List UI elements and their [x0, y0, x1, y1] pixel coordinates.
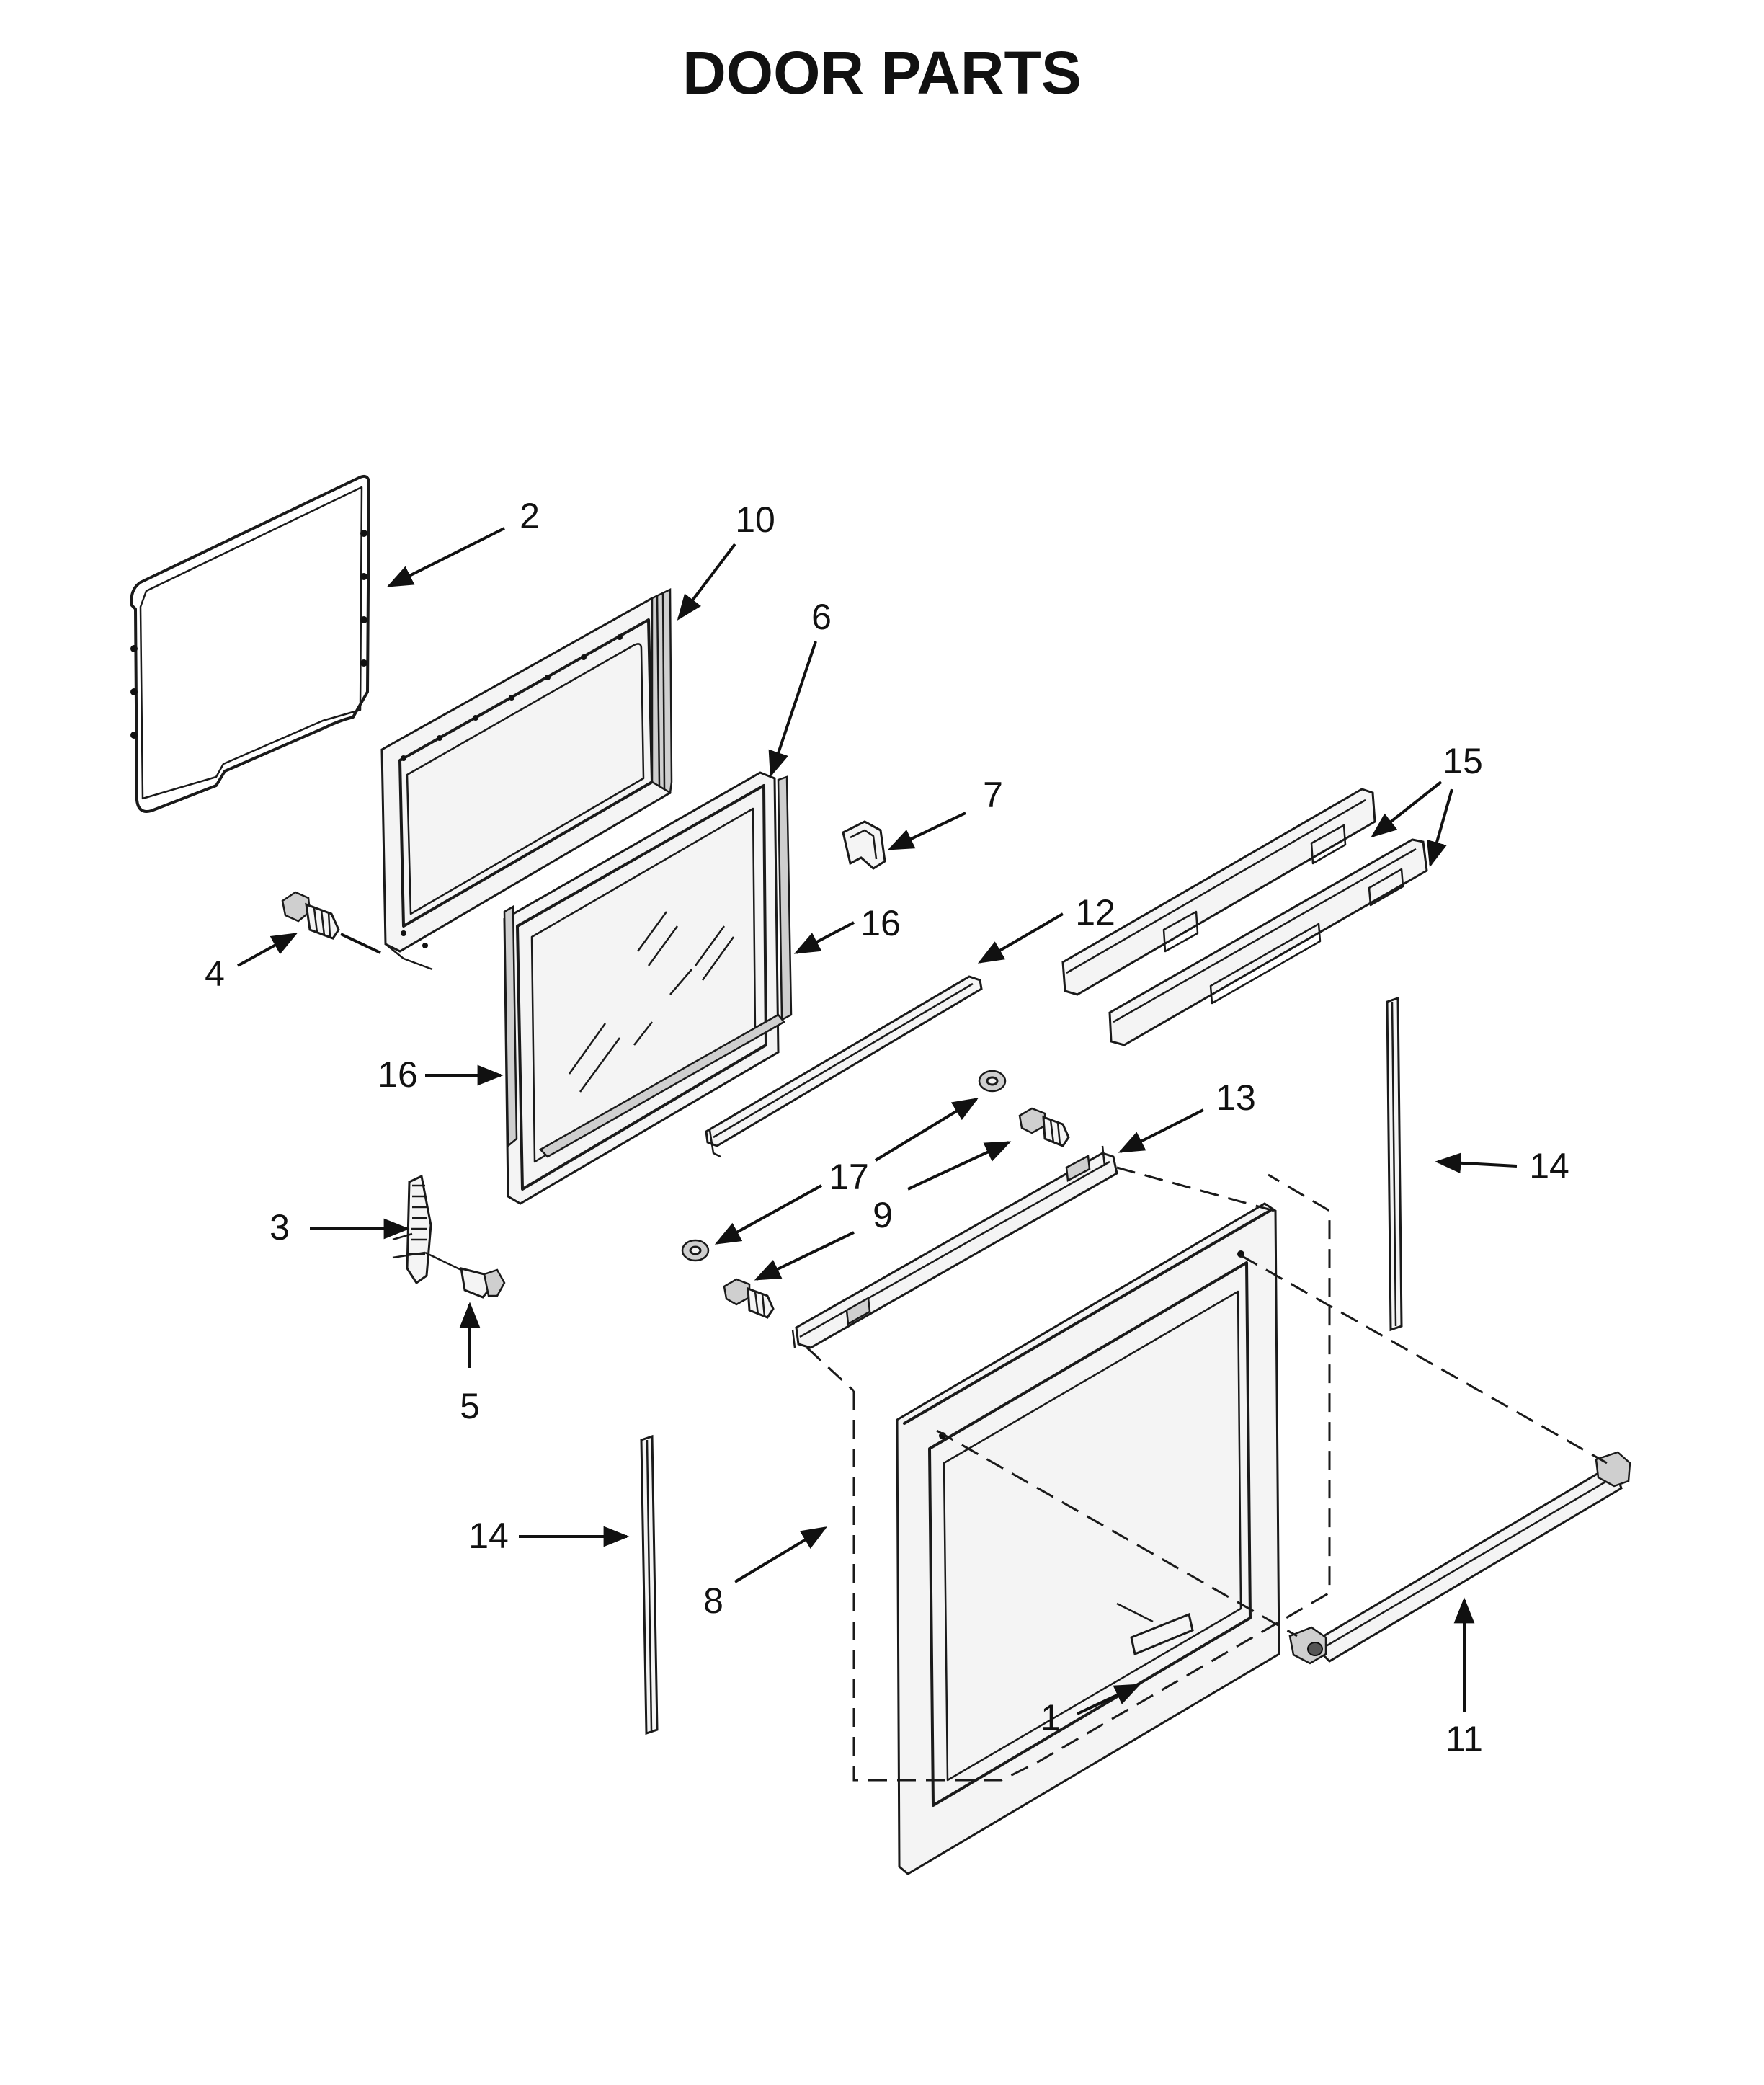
- part-14-side-trim-right: [1386, 996, 1403, 1332]
- assembly-dashed-lines: [806, 1166, 1608, 1782]
- part-16-glass-seal-right: [777, 775, 793, 1022]
- part-9-screw-upper: [1018, 1107, 1070, 1147]
- callout-labels: 1 2 3 4 5 6 7 8 9 10 11 12 13 14 14 15 1…: [205, 496, 1569, 1759]
- part-17-bushing-lower: [681, 1239, 710, 1262]
- leader-17a: [874, 1098, 979, 1162]
- page-title: DOOR PARTS: [682, 39, 1082, 107]
- part-12-trim-strip: [705, 975, 983, 1158]
- callout-1: 1: [1041, 1697, 1061, 1738]
- callout-16-left: 16: [378, 1054, 418, 1095]
- callout-14-right: 14: [1529, 1146, 1569, 1186]
- leader-8: [734, 1526, 828, 1583]
- part-16-glass-seal-bottom: [538, 1013, 785, 1158]
- part-6-door-glass: [503, 771, 780, 1205]
- leader-14-right: [1435, 1152, 1518, 1174]
- leader-15b: [1427, 788, 1453, 868]
- leader-13: [1118, 1108, 1204, 1153]
- callout-8: 8: [703, 1581, 723, 1621]
- callout-7: 7: [983, 775, 1003, 815]
- leader-9b: [754, 1231, 855, 1281]
- leader-17b: [714, 1184, 822, 1245]
- part-8-outer-door-panel: [896, 1202, 1280, 1875]
- part-11-door-handle: [1288, 1451, 1631, 1665]
- part-7-clip: [842, 820, 886, 870]
- leader-7: [887, 812, 966, 850]
- callout-13: 13: [1216, 1077, 1256, 1118]
- callout-2: 2: [520, 496, 540, 536]
- callout-16-right: 16: [860, 903, 901, 943]
- callout-17: 17: [829, 1157, 869, 1197]
- callout-12: 12: [1075, 892, 1115, 933]
- leader-16-right: [793, 921, 855, 954]
- part-16-glass-seal-left: [503, 904, 518, 1148]
- part-4-screw: [281, 891, 381, 954]
- leader-arrows: [237, 527, 1518, 1715]
- callout-10: 10: [735, 499, 775, 540]
- part-17-bushing-upper: [978, 1070, 1007, 1093]
- callout-9: 9: [873, 1195, 893, 1235]
- part-2-door-gasket: [130, 474, 370, 813]
- part-13-handle-bracket: [791, 1145, 1118, 1349]
- callout-3: 3: [270, 1207, 290, 1248]
- callout-11: 11: [1446, 1719, 1483, 1759]
- leader-12: [977, 912, 1064, 964]
- leader-10: [677, 543, 736, 621]
- callout-5: 5: [460, 1386, 480, 1426]
- leader-9a: [907, 1141, 1012, 1191]
- part-15-bracket-lower: [1108, 838, 1428, 1046]
- callout-6: 6: [811, 597, 832, 637]
- callout-14-left: 14: [468, 1516, 509, 1556]
- part-1-badge: [1130, 1612, 1194, 1656]
- part-5-screw: [424, 1251, 506, 1299]
- part-10-inner-door-liner: [380, 588, 673, 971]
- callout-4: 4: [205, 953, 225, 994]
- leader-15a: [1371, 781, 1443, 838]
- callout-15: 15: [1443, 741, 1483, 781]
- leader-4: [237, 933, 298, 967]
- part-9-screw-lower: [723, 1278, 775, 1319]
- leader-6: [768, 641, 817, 778]
- leader-1: [1077, 1684, 1141, 1715]
- leader-2: [386, 527, 505, 587]
- part-14-side-trim-left: [640, 1434, 659, 1735]
